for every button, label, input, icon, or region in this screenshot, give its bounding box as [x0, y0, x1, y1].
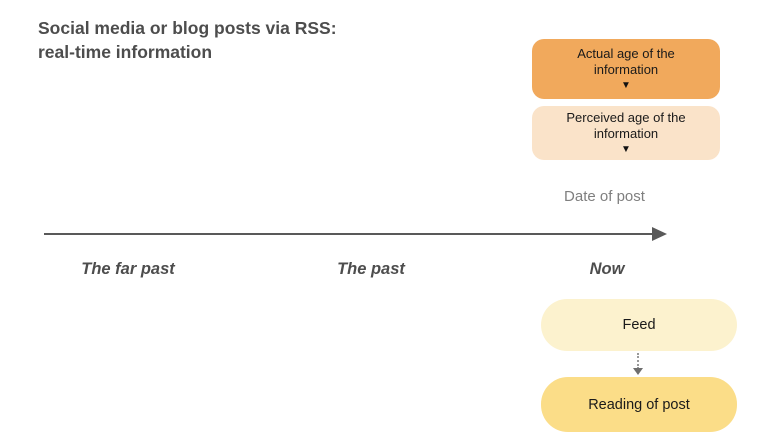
arrowhead-down-icon	[633, 368, 643, 375]
page-title: Social media or blog posts via RSS: real…	[38, 16, 337, 64]
era-label-now: Now	[589, 260, 625, 278]
page-title-line2: real-time information	[38, 42, 213, 62]
actual-age-label: Actual age of the information	[577, 46, 675, 77]
actual-age-box: Actual age of the information ▼	[532, 39, 720, 99]
perceived-age-label: Perceived age of the information	[566, 110, 686, 141]
date-of-post-label: Date of post	[564, 188, 645, 205]
era-label-far-past: The far past	[81, 260, 175, 278]
era-label-past: The past	[337, 260, 405, 278]
dotted-connector	[637, 353, 639, 369]
arrowhead-right-icon	[652, 227, 667, 241]
feed-label: Feed	[622, 317, 656, 333]
triangle-down-icon: ▼	[621, 80, 631, 91]
reading-of-post-label: Reading of post	[588, 396, 690, 413]
perceived-age-box: Perceived age of the information ▼	[532, 106, 720, 160]
reading-of-post-box: Reading of post	[541, 377, 737, 432]
triangle-down-icon: ▼	[621, 144, 631, 155]
page-title-line1: Social media or blog posts via RSS:	[38, 18, 337, 38]
feed-box: Feed	[541, 299, 737, 351]
timeline-axis	[44, 233, 656, 235]
